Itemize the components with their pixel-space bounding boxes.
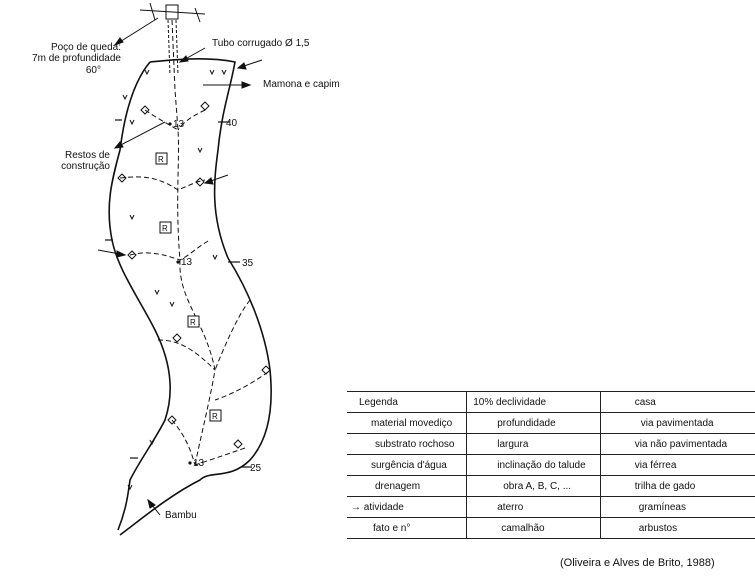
legend-row: Legenda 10% declividade casa: [347, 391, 755, 413]
legend-cell: gramíneas: [599, 496, 755, 518]
r-label-2: R: [162, 224, 168, 233]
star-markers: [117, 101, 271, 449]
label-mamona: Mamona e capim: [263, 79, 340, 90]
legend-cell: camalhão: [466, 517, 601, 539]
label-poco-3: 60°: [85, 65, 101, 76]
depth-13-c: 13: [193, 458, 205, 469]
legend-row: material movediço profundidade via pavim…: [347, 412, 755, 434]
gully-outline-left: [108, 61, 171, 531]
legend-cell: atividade: [363, 501, 404, 513]
r-label-3: R: [190, 318, 196, 327]
activity-arrows: [97, 17, 263, 516]
legend-table: Legenda 10% declividade casa material mo…: [347, 391, 755, 539]
legend-cell: inclinação do talude: [466, 454, 601, 476]
legend-row: → atividade aterro gramíneas: [347, 496, 755, 518]
label-restos-2: construção: [61, 161, 110, 172]
legend-row: drenagem obra A, B, C, ... trilha de gad…: [347, 475, 755, 497]
r-label-4: R: [212, 412, 218, 421]
label-restos-1: Restos de: [64, 150, 110, 161]
legend-cell: 10% declividade: [466, 391, 601, 413]
legend-cell: obra A, B, C, ...: [466, 475, 601, 497]
legend-cell: via férrea: [599, 454, 755, 476]
r-markers: [155, 152, 222, 422]
legend-cell: largura: [466, 433, 601, 455]
legend-cell: Legenda: [347, 391, 467, 413]
legend-cell: surgência d'água: [347, 454, 467, 476]
legend-cell: substrato rochoso: [347, 433, 467, 455]
depth-13-b: 13: [181, 257, 193, 268]
legend-cell: via pavimentada: [599, 412, 755, 434]
contour-35: 35: [242, 258, 254, 269]
pipe: [139, 2, 206, 76]
contour-40: 40: [226, 118, 238, 129]
label-tubo: Tubo corrugado Ø 1,5: [212, 38, 310, 49]
legend-cell: arbustos: [599, 517, 755, 539]
contour-25: 25: [250, 463, 262, 474]
legend-cell: material movediço: [347, 412, 467, 434]
legend-row: surgência d'água inclinação do talude vi…: [347, 454, 755, 476]
legend-cell-activity: → atividade: [347, 496, 467, 518]
legend-cell: aterro: [466, 496, 601, 518]
legend-cell: via não pavimentada: [599, 433, 755, 455]
legend-cell: trilha de gado: [599, 475, 755, 497]
drainage-network: [119, 19, 269, 466]
gully-outline: [119, 58, 272, 536]
legend-cell: drenagem: [347, 475, 467, 497]
label-bambu: Bambu: [165, 510, 197, 521]
contour-ticks: [105, 119, 252, 468]
label-poco-2: 7m de profundidade: [32, 53, 121, 64]
r-label-1: R: [158, 155, 164, 164]
label-poco-1: Poço de queda:: [50, 42, 121, 53]
vegetation-marks: [122, 69, 227, 491]
legend-cell: fato e n°: [347, 517, 467, 539]
legend-cell: profundidade: [466, 412, 601, 434]
legend-row: substrato rochoso largura via não pavime…: [347, 433, 755, 455]
legend-cell: casa: [599, 391, 755, 413]
arrow-icon: →: [351, 501, 361, 513]
citation: (Oliveira e Alves de Brito, 1988): [560, 557, 715, 569]
depth-13-a: 13: [173, 119, 185, 130]
depth-dots: [168, 122, 192, 465]
legend-row: fato e n° camalhão arbustos: [347, 517, 755, 539]
